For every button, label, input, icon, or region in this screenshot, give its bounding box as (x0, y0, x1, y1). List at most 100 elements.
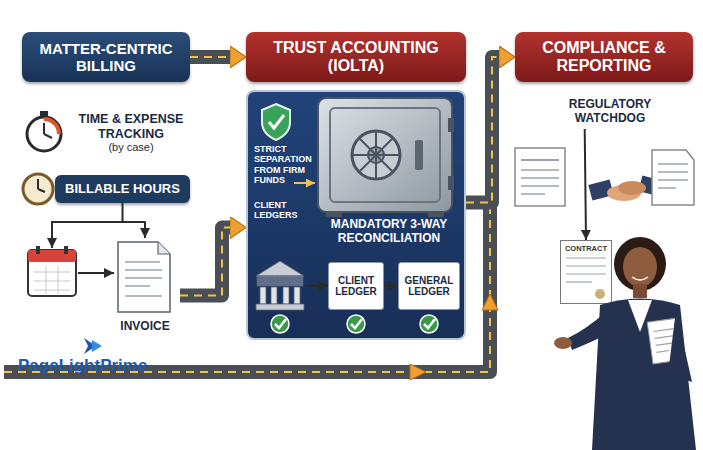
ledger-box: GENERAL LEDGER (398, 262, 460, 310)
vault-illustration (428, 212, 444, 217)
node-text: COMPLIANCE & REPORTING (518, 39, 690, 76)
bank-icon (260, 287, 266, 304)
report-document (521, 169, 559, 171)
stopwatch-icon (40, 111, 48, 116)
report-document (521, 185, 559, 187)
vault-illustration (352, 131, 400, 179)
vault-illustration (318, 98, 452, 212)
watchdog-label: REGULATORY WATCHDOG (555, 95, 665, 129)
calendar-icon (46, 266, 47, 294)
invoice-document (125, 269, 162, 271)
branch-line (52, 222, 123, 248)
shield-icon (262, 104, 290, 140)
bank-icon (294, 287, 300, 304)
presenter-figure (632, 277, 648, 280)
stopwatch-icon (27, 117, 61, 151)
report-document (658, 179, 688, 181)
funds-arrow (294, 183, 315, 184)
bank-node: BANK (254, 260, 306, 312)
check-badges (271, 315, 289, 333)
vault-illustration (448, 176, 454, 190)
calendar-icon (34, 272, 70, 273)
node-text: BILLABLE HOURS (65, 182, 180, 197)
invoice-document (118, 242, 170, 312)
check-badges (424, 319, 435, 328)
road-centerline (466, 57, 499, 203)
handshake-icon (588, 179, 613, 200)
node-text: INVOICE (120, 320, 169, 334)
road-connector (466, 57, 499, 203)
vault-illustration (352, 154, 400, 156)
connector-group (190, 57, 230, 58)
presenter-figure (654, 329, 674, 332)
node-text: GENERAL LEDGER (402, 275, 456, 298)
stopwatch-icon (44, 119, 59, 134)
check-badges (351, 319, 362, 328)
flow-arrow (78, 273, 114, 274)
calendar-icon (58, 266, 59, 294)
report-document (652, 150, 694, 205)
road-connector (190, 50, 230, 64)
process-box: BILLABLE HOURS (55, 175, 190, 203)
report-document (658, 171, 688, 173)
check-badges (275, 319, 286, 328)
clock-icon (37, 179, 39, 189)
bank-icon (256, 261, 304, 276)
connector-group (384, 286, 398, 287)
node-subtext: CLIENT LEDGERS (254, 200, 318, 221)
arrow-connector (384, 285, 398, 287)
node-text: TIME & EXPENSE TRACKING (73, 112, 189, 141)
contract-lines (566, 257, 606, 258)
contract-lines (595, 289, 605, 299)
arrow-connector (306, 285, 328, 287)
bank-icon (256, 261, 304, 310)
check-badges (420, 315, 438, 333)
presenter-figure (623, 247, 657, 287)
connector-group (180, 228, 230, 296)
handshake-icon (607, 185, 641, 201)
node-text: TRUST ACCOUNTING (IOLTA) (249, 39, 463, 76)
contract-document: CONTRACT (560, 240, 612, 304)
presenter-figure (633, 284, 647, 298)
report-document (652, 150, 694, 205)
invoice-document (118, 242, 170, 312)
connector-group (306, 286, 328, 287)
bank-icon (257, 276, 303, 286)
invoice-node: INVOICE (110, 238, 180, 334)
presenter-figure (656, 350, 669, 352)
road-centerline (180, 228, 230, 296)
check-badges (271, 315, 438, 333)
section-header: COMPLIANCE & REPORTING (515, 32, 693, 82)
invoice-document (158, 242, 170, 254)
handshake-icon (618, 181, 646, 195)
invoice-document (125, 277, 162, 279)
clock-icon (23, 174, 53, 204)
handshake-icon (588, 175, 663, 201)
stopwatch-icon (44, 134, 52, 138)
shield-icon (269, 115, 284, 128)
road-connector (180, 228, 230, 296)
calendar-icon (64, 246, 68, 254)
arrow-connector (585, 129, 586, 240)
arrow-connector (123, 203, 146, 238)
vault-illustration (359, 138, 393, 172)
node-text: REGULATORY WATCHDOG (558, 98, 662, 126)
report-document (521, 193, 545, 195)
invoice-document (125, 295, 162, 297)
presenter-figure (554, 237, 696, 450)
branch-line (52, 222, 123, 248)
connector-group (123, 203, 146, 238)
vault-illustration (318, 98, 454, 217)
calendar-icon (28, 250, 76, 262)
bottom-road (482, 294, 498, 310)
presenter-figure (655, 336, 675, 339)
bank-icon (271, 287, 277, 304)
invoice-document (125, 261, 160, 263)
contract-lines (566, 281, 592, 282)
presenter-figure (647, 318, 683, 364)
handshake-icon (638, 175, 663, 196)
check-badges (347, 315, 365, 333)
report-document (521, 159, 559, 161)
calendar-icon (34, 281, 70, 282)
vault-illustration (359, 138, 393, 172)
